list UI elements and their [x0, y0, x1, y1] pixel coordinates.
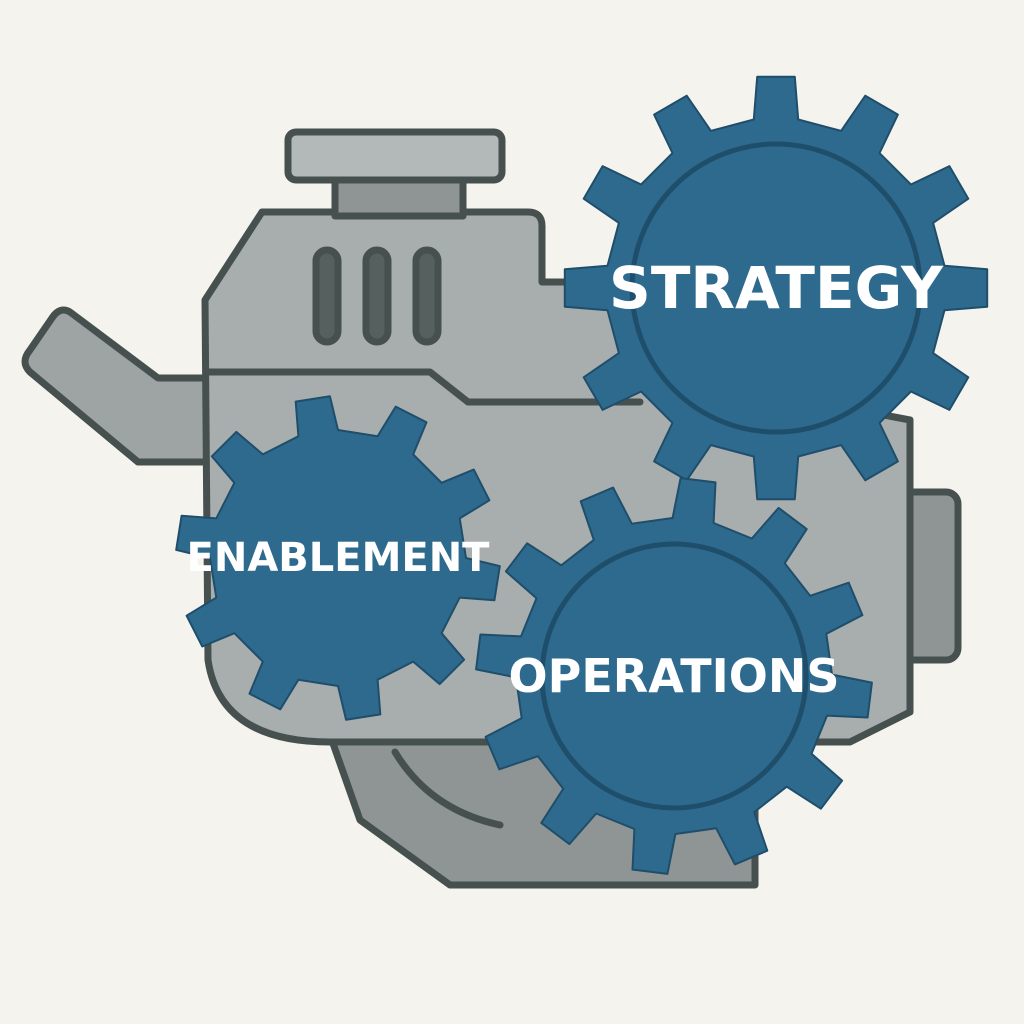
enablement-gear: ENABLEMENT	[175, 395, 501, 721]
vent-slot	[312, 246, 342, 346]
enablement-gear-label: ENABLEMENT	[187, 535, 491, 581]
filler-cap	[284, 128, 506, 184]
strategy-gear: STRATEGY	[563, 75, 989, 501]
pan-curve	[391, 748, 504, 829]
gear-layer: STRATEGY ENABLEMENT OPERATIONS	[175, 75, 989, 875]
engine-seam	[204, 368, 644, 406]
vent-slot	[412, 246, 442, 346]
operations-gear-body	[475, 477, 873, 875]
strategy-gear-label: STRATEGY	[609, 254, 944, 322]
operations-gear-label: OPERATIONS	[509, 649, 840, 703]
operations-gear-ring	[539, 541, 809, 811]
strategy-gear-ring	[629, 141, 923, 435]
operations-gear: OPERATIONS	[475, 477, 873, 875]
vent-slot	[362, 246, 392, 346]
strategy-gear-body	[563, 75, 989, 501]
enablement-gear-body	[175, 395, 501, 721]
exhaust-pipe	[21, 306, 214, 466]
filler-neck	[331, 174, 467, 220]
